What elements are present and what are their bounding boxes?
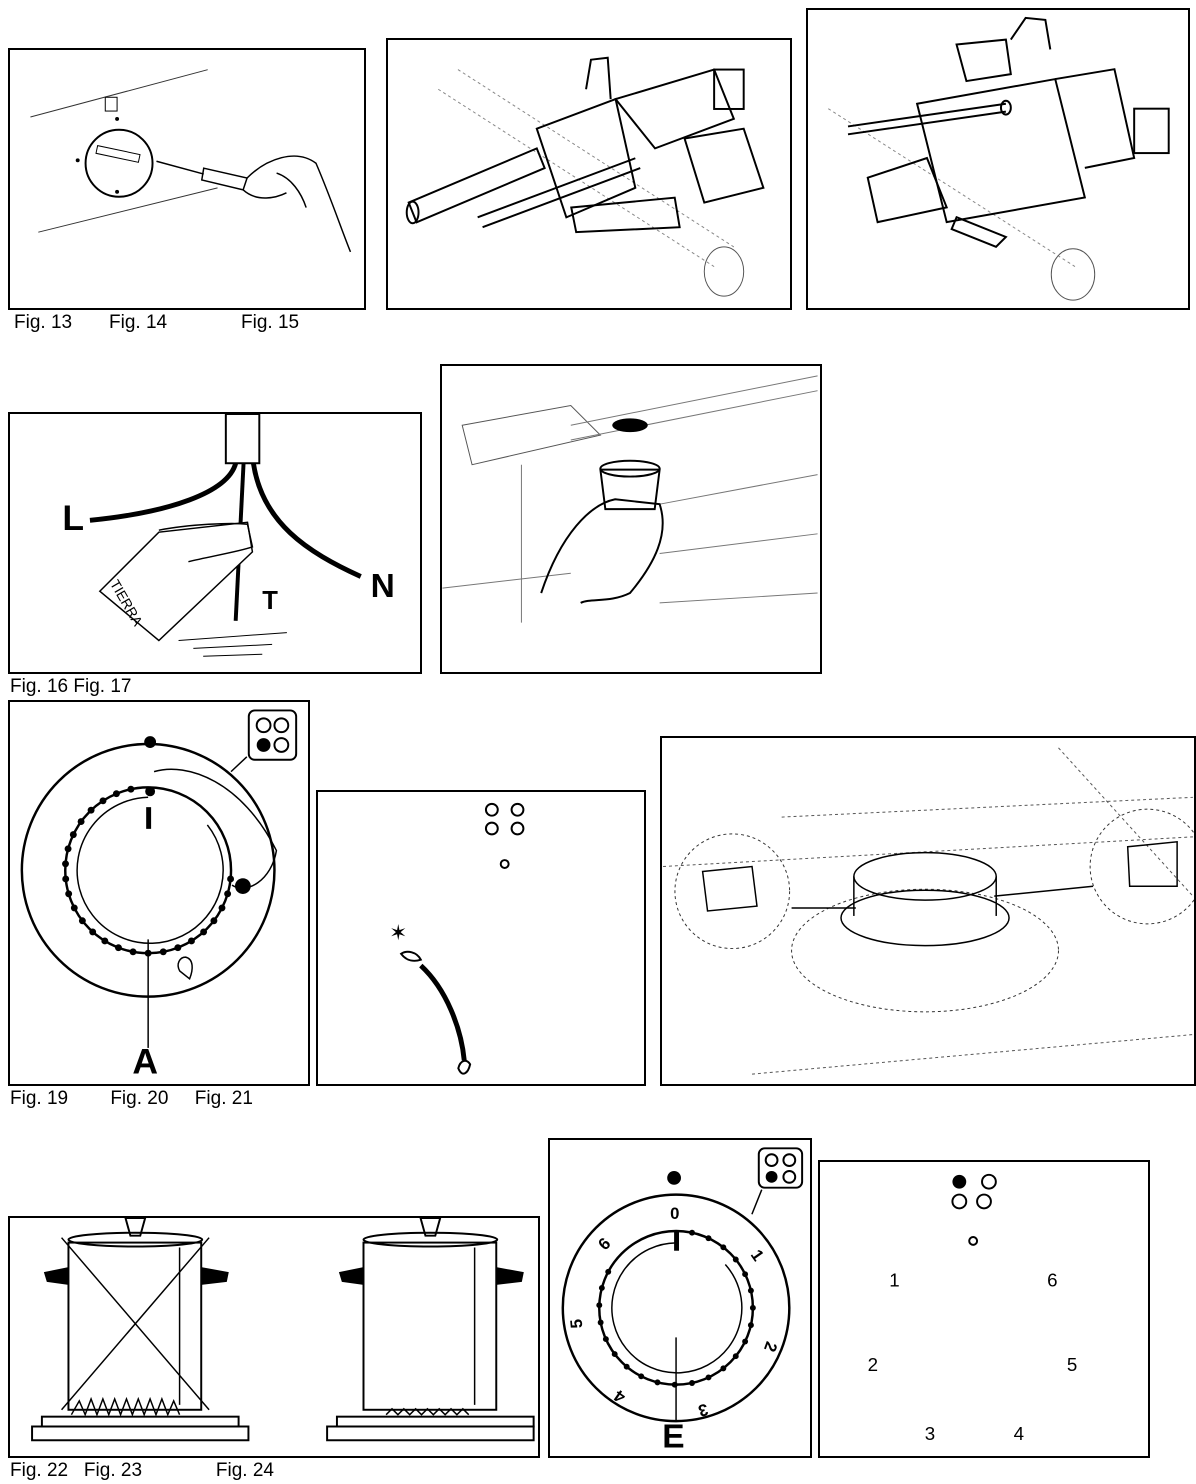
position-number: 5 — [1067, 1354, 1077, 1375]
fig20-illustration: ✶ — [389, 802, 525, 1075]
fig24-positions: 1 2 3 4 5 6 — [868, 1269, 1078, 1444]
caption-row3: Fig. 19 Fig. 20 Fig. 21 — [10, 1088, 253, 1109]
scale-number: 6 — [594, 1234, 614, 1254]
scale-dot — [87, 806, 95, 814]
scale-dot — [89, 928, 97, 936]
scale-dot — [62, 860, 69, 868]
scale-dot — [720, 1365, 727, 1372]
fig21-panel — [660, 736, 1196, 1086]
fig22-23-panel — [8, 1216, 540, 1458]
scale-dot — [114, 944, 122, 952]
fig16-illustration: L N T TIERRA — [62, 414, 395, 657]
scale-number: 0 — [670, 1204, 679, 1223]
label-e: E — [662, 1419, 684, 1456]
scale-dot — [597, 1319, 604, 1326]
scale-dot — [689, 1380, 695, 1386]
fig24-illustration: 1 2 3 4 5 6 — [868, 1173, 1078, 1444]
position-number: 1 — [889, 1269, 899, 1290]
fig21-illustration — [663, 747, 1194, 1075]
fig13-panel — [8, 48, 366, 310]
fig23-knob-panel: 0 1 2 3 4 5 6 E — [548, 1138, 812, 1458]
label-a: A — [132, 1042, 158, 1082]
scale-dot — [638, 1373, 645, 1380]
scale-dot — [144, 949, 152, 957]
scale-dot — [62, 875, 70, 883]
caption-row4: Fig. 22 Fig. 23 Fig. 24 — [10, 1460, 274, 1481]
scale-dot — [69, 831, 77, 839]
scale-dot — [747, 1322, 754, 1329]
fig16-panel: L N T TIERRA — [8, 412, 422, 674]
scale-dot — [129, 948, 137, 956]
scale-dot — [623, 1363, 630, 1370]
scale-dot — [218, 904, 226, 912]
scale-dot — [732, 1353, 739, 1360]
fig15-panel — [806, 8, 1190, 310]
scale-dot — [720, 1244, 727, 1251]
scale-dot — [200, 928, 208, 936]
scale-number: 3 — [696, 1400, 710, 1421]
pot-incorrect — [31, 1218, 250, 1442]
spark-icon: ✶ — [389, 920, 407, 945]
scale-dot — [112, 790, 120, 798]
fig23-knob: 0 1 2 3 4 5 6 E — [561, 1147, 804, 1456]
scale-dot — [101, 937, 109, 945]
fig17-panel — [440, 364, 822, 674]
scale-dot — [174, 944, 182, 952]
scale-dot — [749, 1304, 756, 1311]
scale-dot — [159, 948, 167, 956]
scale-dot — [127, 785, 135, 793]
caption-row2: Fig. 16 Fig. 17 — [10, 676, 132, 697]
position-number: 4 — [1014, 1423, 1024, 1444]
scale-number: 2 — [760, 1339, 781, 1354]
scale-dot — [64, 845, 72, 853]
fig13-illustration — [30, 69, 352, 253]
pot-correct — [326, 1218, 535, 1442]
scale-dot — [742, 1338, 749, 1345]
fig14-panel — [386, 38, 792, 310]
fig24-panel: 1 2 3 4 5 6 — [818, 1160, 1150, 1458]
fig20-panel: ✶ — [316, 790, 646, 1086]
scale-dot — [747, 1287, 754, 1294]
scale-dot — [689, 1229, 695, 1236]
scale-number: 5 — [567, 1318, 587, 1329]
scale-dot — [598, 1285, 605, 1291]
position-number: 2 — [868, 1354, 878, 1375]
scale-dot — [732, 1256, 739, 1263]
label-l: L — [62, 498, 84, 538]
scale-number: 1 — [747, 1246, 768, 1265]
fig23-scale-dots — [596, 1229, 756, 1388]
scale-dot — [705, 1374, 712, 1381]
scale-dot — [654, 1379, 661, 1386]
scale-dot — [78, 917, 86, 925]
scale-dot — [742, 1271, 749, 1278]
scale-dot — [227, 875, 235, 883]
scale-dot — [77, 818, 85, 826]
label-t: T — [262, 587, 278, 615]
position-number: 6 — [1047, 1269, 1057, 1290]
scale-dot — [224, 890, 232, 898]
scale-dot — [210, 917, 218, 925]
fig19-knob: A — [20, 709, 298, 1082]
scale-dot — [70, 904, 78, 912]
fig19-scale-dots — [62, 785, 235, 957]
scale-dot — [605, 1268, 612, 1275]
scale-dot — [611, 1351, 618, 1358]
scale-number: 4 — [610, 1386, 629, 1407]
scale-dot — [188, 937, 195, 945]
scale-dot — [99, 797, 107, 805]
fig14-illustration — [405, 56, 765, 297]
scale-dot — [596, 1302, 603, 1309]
scale-dot — [671, 1381, 678, 1388]
position-number: 3 — [925, 1423, 935, 1444]
scale-dot — [65, 890, 73, 898]
fig15-illustration — [828, 16, 1170, 301]
label-n: N — [371, 568, 395, 605]
scale-dot — [602, 1336, 609, 1343]
fig17-illustration — [442, 375, 818, 623]
fig19-panel: A — [8, 700, 310, 1086]
scale-dot — [705, 1235, 712, 1242]
caption-row1: Fig. 13 Fig. 14 Fig. 15 — [14, 312, 300, 333]
pots-illustration — [31, 1218, 535, 1442]
